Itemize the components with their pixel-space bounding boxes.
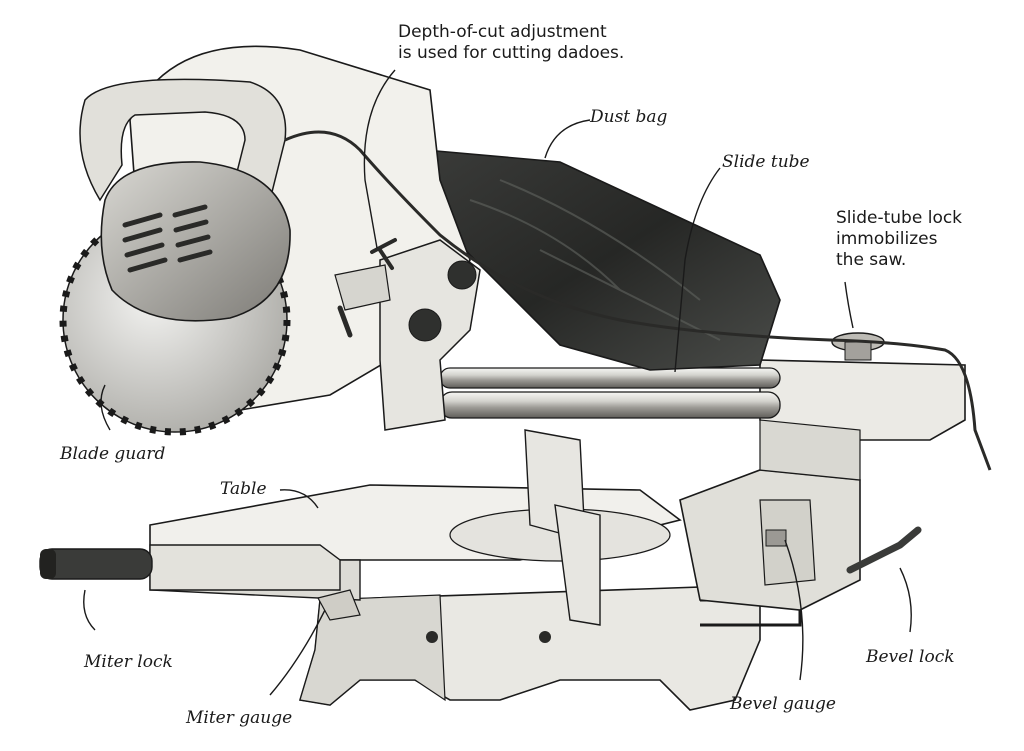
miter-table: [39, 429, 682, 626]
leader-lines: [83, 69, 912, 696]
callout-dust-bag: Dust bag: [590, 107, 668, 127]
power-cord: [284, 130, 992, 471]
fence-right: [554, 504, 601, 626]
slide-tube-upper: [439, 367, 781, 389]
bevel-gauge-pointer: [765, 529, 787, 547]
leader-blade-guard: [100, 384, 111, 431]
callout-bevel-gauge: Bevel gauge: [730, 694, 836, 714]
leader-slide-tube: [674, 167, 721, 373]
dust-bag-texture: [469, 179, 721, 341]
blade-guard-assembly: [59, 45, 481, 436]
callout-slide-tube-lock-line3: the saw.: [836, 250, 907, 270]
callout-miter-gauge: Miter gauge: [186, 708, 293, 728]
saw-base: [298, 584, 802, 711]
leader-dust-bag: [544, 119, 591, 159]
callout-depth-of-cut-line1: Depth-of-cut adjustment: [398, 22, 607, 42]
bevel-assembly: [679, 332, 966, 611]
leader-slide-tube-lock: [844, 281, 854, 329]
miter-lock-handle: [39, 548, 153, 580]
leader-depth-of-cut: [363, 69, 396, 249]
callout-slide-tube-lock: Slide-tube lock immobilizes the saw.: [836, 208, 962, 271]
pivot-knob-upper: [447, 260, 477, 290]
callout-table: Table: [220, 479, 267, 499]
leader-table: [279, 489, 319, 509]
miter-arm: [149, 544, 341, 591]
miter-lock-grip-end: [40, 549, 56, 579]
dust-bag-body: [424, 149, 781, 371]
leader-miter-lock: [83, 589, 96, 631]
leader-miter-gauge: [269, 609, 326, 696]
callout-miter-lock: Miter lock: [84, 652, 173, 672]
miter-gauge-plate: [317, 589, 361, 621]
pivot-knob-lower: [408, 308, 442, 342]
callout-slide-tube-lock-line2: immobilizes: [836, 229, 938, 249]
bevel-lock-lever: [846, 526, 922, 574]
dust-bag: [424, 149, 781, 371]
leader-bevel-lock: [899, 567, 912, 633]
callout-slide-tube-lock-line1: Slide-tube lock: [836, 208, 963, 228]
slide-tube-lower: [439, 391, 781, 419]
carry-handle: [79, 78, 287, 202]
callout-blade-guard: Blade guard: [60, 444, 166, 464]
depth-of-cut-wingnut: [370, 238, 397, 270]
base-front-face: [299, 594, 446, 706]
depth-of-cut-screw: [337, 305, 353, 338]
callout-slide-tube: Slide tube: [722, 152, 810, 172]
leader-bevel-gauge: [784, 539, 804, 681]
slide-tube-lock-stem: [844, 341, 872, 361]
base-bolt-hole-1: [426, 631, 438, 643]
slide-tubes: [439, 367, 781, 419]
callout-depth-of-cut-line2: is used for cutting dadoes.: [398, 43, 625, 63]
base-bolt-hole-2: [539, 631, 551, 643]
bevel-scale: [759, 499, 816, 586]
motor-vents: [122, 204, 213, 273]
depth-of-cut-bracket: [334, 264, 391, 311]
callout-depth-of-cut: Depth-of-cut adjustment is used for cutt…: [398, 22, 624, 64]
rear-housing-lower: [759, 419, 861, 481]
callout-bevel-lock: Bevel lock: [866, 647, 955, 667]
